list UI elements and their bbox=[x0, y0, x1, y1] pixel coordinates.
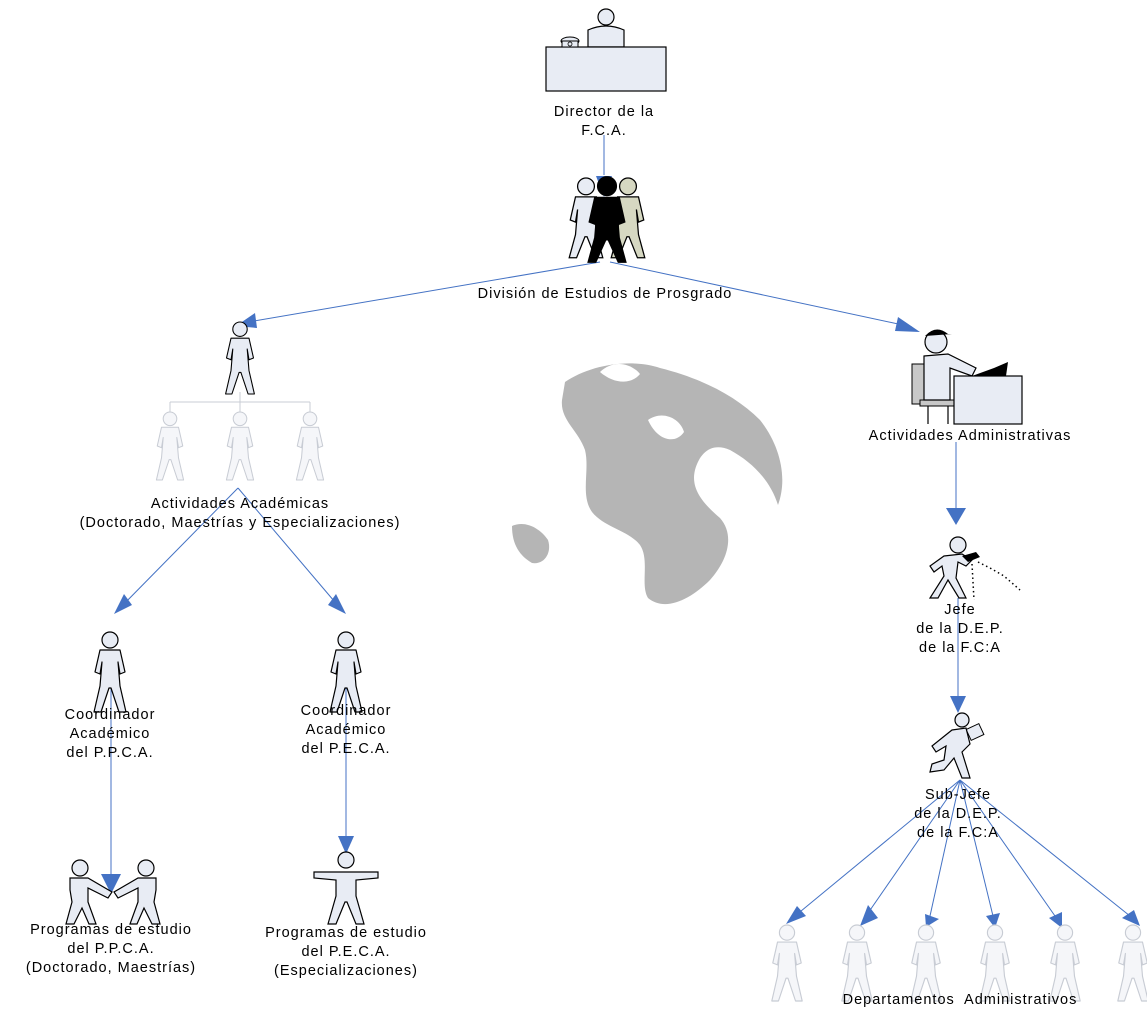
coordinator-peca-line1: Coordinador bbox=[300, 703, 392, 719]
team-member-2-icon bbox=[225, 411, 255, 481]
team-connector bbox=[169, 392, 311, 412]
connector-academic-coord-ppca bbox=[119, 487, 239, 609]
division-label-text: División de Estudios de Prosgrado bbox=[477, 286, 733, 302]
connectors bbox=[110, 135, 1131, 917]
arms-open-person-icon bbox=[313, 851, 379, 925]
subjefe-label-line3: de la F.C:A bbox=[917, 825, 999, 841]
academic-label: Actividades Académicas (Doctorado, Maest… bbox=[20, 495, 460, 533]
running-person-icon bbox=[929, 712, 985, 779]
director-label-line1: Director de la bbox=[553, 104, 655, 120]
arrowhead-subjefe bbox=[950, 696, 966, 713]
subjefe-label: Sub-Jefe de la D.E.P. de la F.C:A bbox=[898, 786, 1018, 843]
programs-peca-line3: (Especializaciones) bbox=[274, 963, 418, 979]
coordinator-ppca-line3: del P.P.C.A. bbox=[66, 745, 154, 761]
coordinator-peca-label: Coordinador Académico del P.E.C.A. bbox=[276, 702, 416, 759]
coordinator-ppca-label: Coordinador Académico del P.P.C.A. bbox=[40, 706, 180, 763]
administrative-label: Actividades Administrativas bbox=[838, 427, 1102, 446]
subjefe-label-line2: de la D.E.P. bbox=[914, 806, 1002, 822]
arrowhead-admin bbox=[895, 317, 920, 332]
departments-label: Departamentos Administrativos bbox=[800, 991, 1120, 1010]
coordinator-ppca-line1: Coordinador bbox=[64, 707, 156, 723]
department-5-icon bbox=[1049, 924, 1081, 1002]
handshake-icon bbox=[65, 859, 161, 925]
arrowhead-coord-peca bbox=[328, 594, 346, 614]
group-people-icon bbox=[568, 176, 646, 263]
coordinator-ppca-line2: Académico bbox=[69, 726, 151, 742]
desk-director-icon bbox=[545, 8, 667, 92]
phone-person-icon bbox=[928, 536, 1021, 601]
director-label-line2: F.C.A. bbox=[581, 123, 627, 139]
programs-ppca-line1: Programas de estudio bbox=[30, 922, 192, 938]
academic-team-icons bbox=[155, 411, 325, 481]
connector-subjefe-dept-4 bbox=[959, 779, 994, 917]
jefe-label-line1: Jefe bbox=[944, 602, 976, 618]
arrowhead-jefe bbox=[946, 508, 966, 525]
arrowhead-programs-peca bbox=[338, 836, 354, 854]
connector-subjefe-dept-6 bbox=[959, 779, 1131, 917]
receptionist-computer-icon bbox=[911, 329, 1023, 425]
academic-label-line1: Actividades Académicas bbox=[150, 496, 330, 512]
department-3-icon bbox=[910, 924, 942, 1002]
arrowheads bbox=[101, 176, 1140, 928]
programs-ppca-line2: del P.P.C.A. bbox=[67, 941, 155, 957]
arrowhead-dept-6 bbox=[1122, 910, 1140, 926]
coordinator-peca-line2: Académico bbox=[305, 722, 387, 738]
jefe-label: Jefe de la D.E.P. de la F.C:A bbox=[900, 601, 1020, 658]
director-label: Director de la F.C.A. bbox=[524, 103, 684, 141]
connector-subjefe-dept-3 bbox=[929, 779, 961, 917]
department-2-icon bbox=[841, 924, 873, 1002]
division-label: División de Estudios de Prosgrado bbox=[410, 285, 800, 304]
department-1-icon bbox=[771, 924, 803, 1002]
academic-label-line2: (Doctorado, Maestrías y Especializacione… bbox=[79, 515, 401, 531]
arrowhead-dept-1 bbox=[786, 906, 806, 924]
department-icons bbox=[771, 924, 1147, 1002]
programs-ppca-label: Programas de estudio del P.P.C.A. (Docto… bbox=[0, 921, 222, 978]
academic-manager-icon bbox=[225, 321, 255, 395]
arrowhead-dept-4 bbox=[986, 913, 1000, 928]
programs-ppca-line3: (Doctorado, Maestrías) bbox=[25, 960, 197, 976]
departments-label-text: Departamentos Administrativos bbox=[842, 992, 1078, 1008]
subjefe-label-line1: Sub-Jefe bbox=[924, 787, 992, 803]
arrowhead-programs-ppca bbox=[101, 874, 121, 894]
coordinator-ppca-icon bbox=[93, 631, 127, 713]
arrowhead-dept-2 bbox=[860, 905, 878, 926]
connector-subjefe-dept-2 bbox=[865, 779, 961, 917]
programs-peca-label: Programas de estudio del P.E.C.A. (Espec… bbox=[240, 924, 452, 981]
programs-peca-line1: Programas de estudio bbox=[265, 925, 427, 941]
administrative-label-text: Actividades Administrativas bbox=[868, 428, 1072, 444]
department-6-icon bbox=[1117, 924, 1147, 1002]
arrowhead-dept-5 bbox=[1049, 912, 1062, 928]
telephone-icon bbox=[560, 36, 580, 48]
jefe-label-line2: de la D.E.P. bbox=[916, 621, 1004, 637]
connector-academic-coord-peca bbox=[237, 487, 341, 609]
team-member-1-icon bbox=[155, 411, 185, 481]
connector-division-academic bbox=[247, 261, 601, 323]
arrowhead-coord-ppca bbox=[114, 594, 132, 614]
programs-peca-line2: del P.E.C.A. bbox=[301, 944, 391, 960]
arrowhead-dept-3 bbox=[925, 914, 939, 927]
team-member-3-icon bbox=[295, 411, 325, 481]
globe-icon bbox=[512, 363, 783, 605]
jefe-label-line3: de la F.C:A bbox=[919, 640, 1001, 656]
coordinator-peca-line3: del P.E.C.A. bbox=[301, 741, 391, 757]
connector-division-admin bbox=[609, 261, 913, 328]
connector-subjefe-dept-5 bbox=[959, 779, 1056, 917]
department-4-icon bbox=[979, 924, 1011, 1002]
connector-subjefe-dept-1 bbox=[794, 779, 961, 917]
